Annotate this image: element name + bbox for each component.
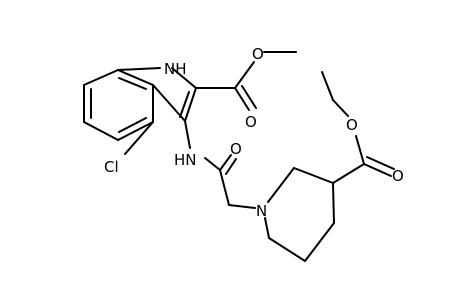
bond-amide-c-o-double	[219, 154, 232, 171]
atom-labels: NH Cl HN O N O O O O	[104, 45, 404, 220]
bond-c3a-c7a	[117, 69, 154, 86]
bond-ethyl-ch2-ch3	[321, 71, 334, 101]
bond-c5-c4	[117, 121, 154, 141]
bond-ester-c-o-double	[234, 87, 250, 111]
bond-c3-c3a	[152, 84, 186, 122]
bond-c6-c5	[83, 121, 119, 141]
bond-ester-c-o-double-2	[241, 85, 257, 109]
bond-c4-cl	[124, 121, 154, 155]
atom-methyl-ester-o: O	[252, 45, 264, 63]
bond-c3p-c4p	[332, 182, 335, 224]
bond-c6p-n	[264, 217, 270, 239]
atom-piperidine-n: N	[256, 202, 267, 220]
bond-n-c2p	[267, 167, 295, 203]
bond-c5p-c6p	[268, 237, 306, 262]
bond-c7a-n1	[117, 67, 161, 71]
bond-ester-c-o-single	[234, 61, 255, 89]
bond-c2p-c3p	[293, 167, 334, 184]
atom-methyl-ester-carbonyl-o: O	[245, 113, 257, 131]
bond-c3a-c7a-inner	[118, 77, 147, 90]
bond-c2-c3-inner	[179, 91, 190, 118]
bond-ethyl-c-o-double	[363, 163, 392, 177]
bond-c3-nh	[184, 120, 191, 149]
atom-amide-o: O	[230, 140, 242, 158]
atom-ethyl-ester-o: O	[346, 116, 358, 134]
atom-ethyl-ester-carbonyl-o: O	[392, 167, 404, 185]
bond-c5-c4-inner	[118, 117, 147, 133]
bond-c2-c3	[184, 87, 197, 122]
bond-n1-c2	[171, 67, 197, 89]
bonds	[83, 51, 395, 262]
bond-ch2-n	[228, 204, 256, 209]
bond-ethyl-c-o-double-2	[366, 156, 395, 170]
bond-c4p-c5p	[304, 222, 335, 262]
atom-chlorine: Cl	[104, 158, 119, 176]
atom-amide-nh: HN	[174, 151, 197, 169]
bond-ethyl-c-o-single	[355, 135, 365, 165]
bond-c3p-ester-c	[332, 163, 365, 184]
bond-amide-c-ch2	[219, 169, 230, 206]
bond-ethyl-o-ch2	[332, 99, 349, 117]
bond-amide-c-o-double-2	[225, 158, 237, 175]
atom-indole-nh: NH	[164, 60, 187, 78]
bond-nh-amide-c	[204, 157, 221, 171]
bond-c7a-c7	[83, 69, 119, 86]
